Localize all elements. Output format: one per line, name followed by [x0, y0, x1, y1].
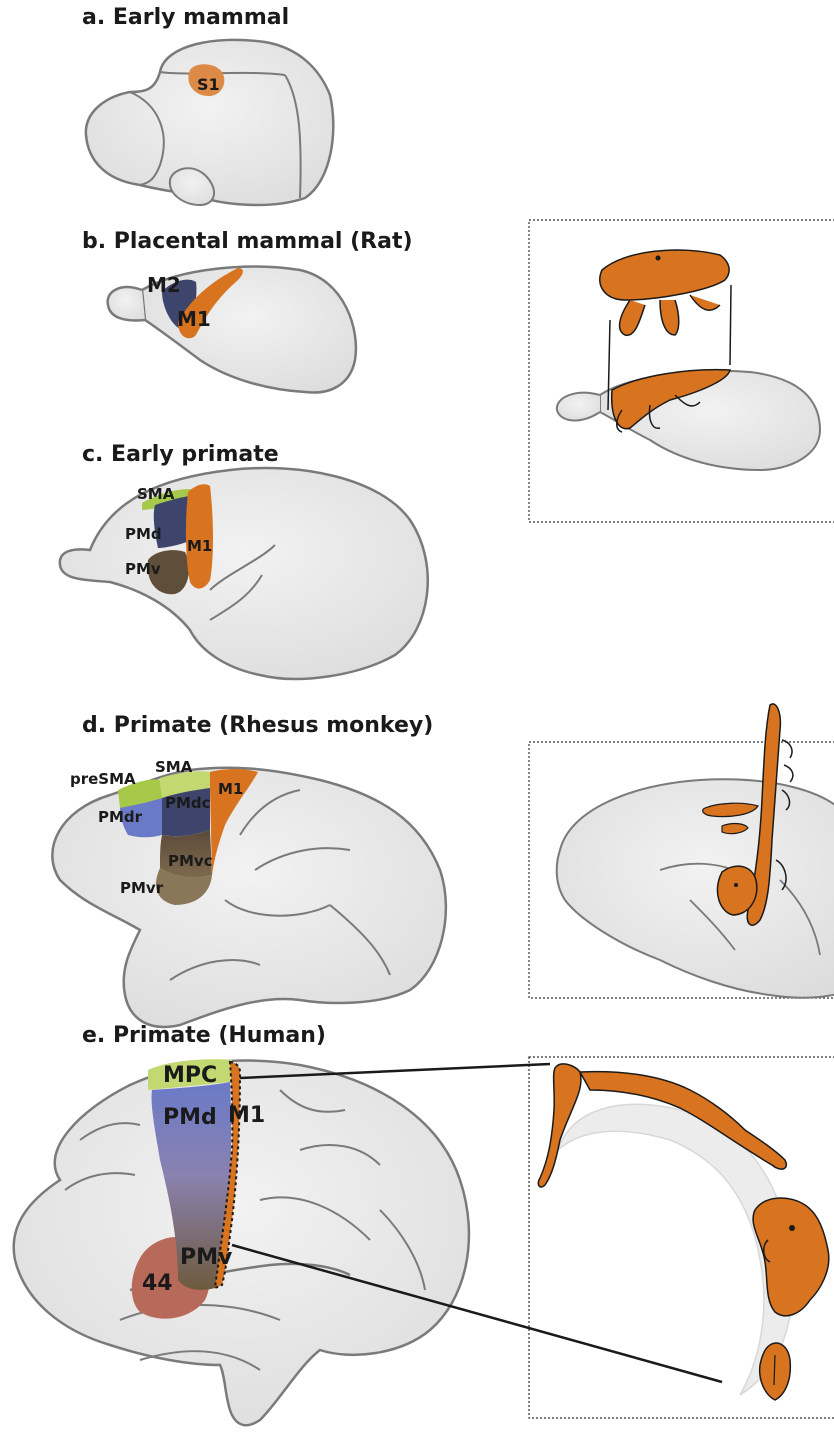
label-m1: M1 [228, 1103, 265, 1128]
label-pmvr: PMvr [120, 879, 164, 897]
label-pmd: PMd [125, 525, 162, 543]
label-mpc: MPC [163, 1063, 217, 1088]
connector-right [730, 285, 731, 365]
label-m1: M1 [187, 537, 212, 555]
label-sma: SMA [155, 758, 193, 776]
homunculus-eye [789, 1225, 795, 1231]
label-pmv: PMv [180, 1245, 233, 1270]
panel-b-brain: M2 M1 [108, 267, 356, 393]
brain-outline [60, 468, 428, 679]
monkey-eye [734, 883, 738, 887]
label-44: 44 [142, 1271, 173, 1296]
label-sma: SMA [137, 485, 175, 503]
brain-outline [52, 768, 446, 1027]
panel-c-brain: SMA PMd M1 PMv [60, 468, 428, 679]
label-pmvc: PMvc [168, 852, 213, 870]
label-m1: M1 [218, 780, 243, 798]
rat-rodunculus-top-limbs [620, 295, 720, 335]
panel-a-brain: S1 [86, 40, 333, 205]
label-pmv: PMv [125, 560, 161, 578]
label-m1: M1 [177, 307, 211, 331]
rat-olfactory-bulb [557, 393, 600, 421]
label-m2: M2 [147, 273, 181, 297]
rat-eye [656, 256, 661, 261]
label-pmd: PMd [163, 1105, 217, 1130]
rat-rodunculus-top [600, 250, 729, 300]
panel-e-brain: MPC PMd M1 PMv 44 [14, 1059, 469, 1425]
inset-monkey [529, 704, 834, 998]
label-presma: preSMA [70, 770, 136, 788]
inset-rat [529, 220, 834, 522]
label-s1: S1 [197, 75, 220, 94]
label-pmdc: PMdc [165, 794, 211, 812]
olfactory-bulb [108, 287, 145, 320]
monkey-brain-outline [557, 779, 834, 997]
label-pmdr: PMdr [98, 808, 143, 826]
panel-d-brain: preSMA SMA M1 PMdc PMdr PMvc PMvr [52, 758, 446, 1027]
